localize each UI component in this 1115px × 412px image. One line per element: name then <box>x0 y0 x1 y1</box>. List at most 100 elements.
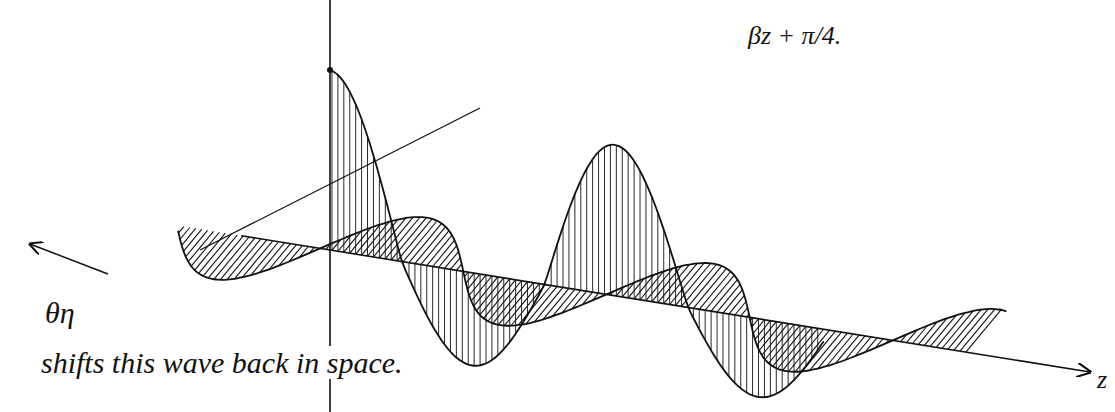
vertical-hatch <box>580 180 581 290</box>
horizontal-hatch <box>467 274 480 289</box>
horizontal-hatch <box>966 310 1001 352</box>
horizontal-hatch <box>415 227 446 264</box>
vertical-hatch <box>557 244 558 286</box>
vertical-hatch <box>361 119 362 255</box>
vertical-hatch <box>663 230 664 304</box>
vertical-hatch <box>705 310 706 340</box>
horizontal-hatch <box>466 273 474 283</box>
vertical-hatch <box>598 152 599 293</box>
horizontal-hatch <box>810 332 842 370</box>
vertical-hatch <box>420 265 421 304</box>
vertical-hatch <box>782 323 783 391</box>
horizontal-hatch <box>433 240 455 266</box>
horizontal-hatch <box>752 319 759 327</box>
vertical-hatch <box>574 194 575 289</box>
horizontal-hatch <box>373 218 405 257</box>
vertical-hatch <box>817 328 818 350</box>
horizontal-hatch <box>188 231 213 261</box>
horizontal-hatch <box>199 234 232 273</box>
vertical-hatch <box>349 92 350 254</box>
vertical-hatch <box>444 268 445 344</box>
vertical-hatch <box>331 71 332 251</box>
vertical-hatch <box>622 148 623 297</box>
vertical-hatch <box>468 272 469 364</box>
horizontal-hatch <box>762 324 788 356</box>
vertical-hatch <box>563 226 564 287</box>
horizontal-hatch <box>397 219 432 261</box>
horizontal-hatch <box>474 277 498 306</box>
vertical-hatch <box>491 276 492 360</box>
theta-eta-symbol: θη <box>42 296 78 329</box>
vertical-hatch <box>616 145 617 296</box>
horizontal-hatch <box>456 264 461 270</box>
horizontal-hatch <box>427 235 452 265</box>
horizontal-hatch <box>214 237 249 279</box>
horizontal-hatch <box>769 325 800 363</box>
vertical-hatch <box>657 213 658 303</box>
horizontal-hatch <box>186 230 208 256</box>
horizontal-hatch <box>179 227 184 233</box>
horizontal-hatch <box>759 323 782 351</box>
vertical-hatch <box>426 266 427 316</box>
vertical-hatch <box>634 161 635 299</box>
horizontal-hatch <box>476 278 503 311</box>
vertical-hatch <box>503 278 504 349</box>
vertical-hatch <box>776 322 777 394</box>
horizontal-hatch <box>368 220 398 256</box>
horizontal-hatch <box>783 328 818 370</box>
vertical-hatch <box>474 273 475 366</box>
horizontal-hatch <box>717 284 740 312</box>
vertical-hatch <box>592 159 593 292</box>
vertical-hatch <box>456 270 457 357</box>
axes <box>30 0 1090 412</box>
horizontal-hatch <box>818 333 848 369</box>
horizontal-hatch <box>488 281 522 322</box>
horizontal-hatch <box>670 263 705 305</box>
vertical-hatch <box>604 147 605 294</box>
shift-arrow <box>30 244 108 274</box>
vertical-hatch <box>770 321 771 397</box>
vertical-hatch <box>728 314 729 376</box>
vertical-hatch <box>711 311 712 350</box>
vertical-hatch <box>521 281 522 325</box>
horizontal-hatch <box>729 295 744 314</box>
horizontal-hatch <box>385 217 420 259</box>
phase-expression: βz + π/4. <box>745 22 844 51</box>
horizontal-hatch <box>484 280 516 319</box>
vertical-hatch <box>450 269 451 351</box>
horizontal-hatch <box>687 266 721 307</box>
vertical-hatch <box>722 313 723 369</box>
vertical-hatch <box>746 317 747 393</box>
horizontal-hatch <box>773 326 806 366</box>
vertical-hatch <box>717 312 718 360</box>
horizontal-hatch <box>493 282 528 324</box>
horizontal-hatch <box>195 233 226 270</box>
vertical-hatch <box>367 136 368 256</box>
vertical-hatch <box>568 209 569 288</box>
vertical-hatch <box>740 316 741 389</box>
horizontal-hatch <box>409 223 442 262</box>
horizontal-hatch <box>526 286 557 323</box>
horizontal-hatch <box>480 279 510 315</box>
vertical-hatch <box>610 145 611 295</box>
horizontal-hatch <box>753 320 764 334</box>
shift-note: shifts this wave back in space. <box>38 346 406 379</box>
perspective-axis <box>200 108 480 250</box>
axis-label: z <box>1094 366 1110 395</box>
vertical-hatch <box>355 104 356 254</box>
vertical-hatch <box>805 326 806 366</box>
horizontal-hatch <box>220 238 255 280</box>
vertical-hatch <box>379 176 380 258</box>
vertical-hatch <box>699 309 700 329</box>
horizontal-hatch <box>777 327 811 368</box>
horizontal-hatch <box>208 236 243 278</box>
horizontal-hatch <box>242 241 272 277</box>
horizontal-hatch <box>711 280 737 312</box>
horizontal-hatch <box>755 321 770 340</box>
horizontal-hatch <box>699 271 730 309</box>
horizontal-hatch <box>942 311 973 348</box>
horizontal-hatch <box>182 228 196 245</box>
horizontal-hatch <box>498 283 533 325</box>
vertical-hatch <box>337 75 338 252</box>
